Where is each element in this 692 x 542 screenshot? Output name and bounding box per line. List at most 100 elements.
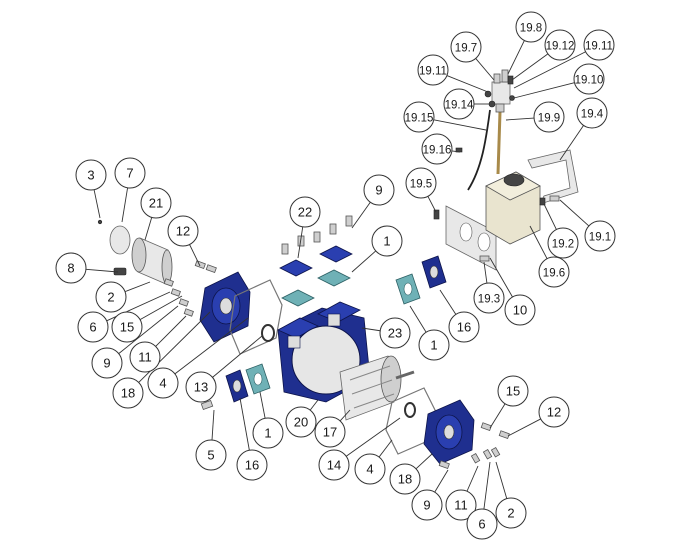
- part-disc-7: [109, 225, 131, 255]
- leader-line-c-16b: [439, 289, 457, 315]
- callout-label: 19.4: [581, 109, 604, 121]
- callout-label: 2: [507, 506, 514, 521]
- callout-circle: [504, 294, 536, 326]
- part-bolt-5: [200, 399, 214, 411]
- part-valve-block-19: [484, 69, 515, 113]
- leader-line-c-1b: [351, 250, 377, 273]
- part-tube-19-9: [496, 111, 502, 175]
- callout-label: 9: [103, 356, 110, 371]
- callout-label: 12: [547, 405, 561, 420]
- callout-circle: [389, 463, 421, 495]
- callout-label: 19.16: [423, 145, 452, 157]
- callout-c-8: 8: [55, 252, 87, 284]
- callout-label: 13: [194, 380, 208, 395]
- callout-circle: [112, 377, 144, 409]
- leader-line-c-12a: [189, 244, 201, 267]
- callout-c-19-6: 19.6: [538, 256, 570, 288]
- leader-line-c-19-10: [513, 82, 575, 99]
- leader-line-c-20: [309, 399, 319, 411]
- callout-c-19-16: 19.16: [421, 133, 453, 165]
- callout-c-1a: 1: [252, 417, 284, 449]
- callout-circle: [405, 167, 437, 199]
- callout-label: 9: [375, 183, 382, 198]
- leader-line-c-1c: [409, 305, 427, 333]
- callout-label: 19.8: [520, 23, 542, 35]
- callout-c-19-3: 19.3: [473, 282, 505, 314]
- callout-circle: [77, 311, 109, 343]
- leader-line-c-15a: [139, 295, 183, 321]
- callout-label: 19.11: [585, 41, 613, 53]
- callout-label: 6: [89, 320, 96, 335]
- callout-label: 23: [388, 326, 402, 341]
- callout-label: 3: [87, 168, 94, 183]
- part-screw-19-2: [539, 197, 546, 206]
- callout-c-17: 17: [314, 416, 346, 448]
- callout-c-19-7: 19.7: [450, 31, 482, 63]
- part-bolt-19-3: [479, 255, 490, 262]
- callout-circle: [466, 508, 498, 540]
- callout-c-14: 14: [318, 449, 350, 481]
- callout-c-23: 23: [379, 317, 411, 349]
- callout-circle: [547, 227, 579, 259]
- callout-label: 7: [126, 166, 133, 181]
- leader-line-c-9c: [351, 201, 371, 229]
- callout-label: 8: [67, 261, 74, 276]
- callout-circle: [91, 347, 123, 379]
- callout-circle: [75, 159, 107, 191]
- callout-circle: [538, 396, 570, 428]
- leader-line-c-8: [85, 268, 119, 273]
- part-screw-19-1: [549, 195, 560, 202]
- leader-line-c-19-1: [559, 199, 590, 227]
- part-reservoir-19-6: [485, 171, 541, 245]
- callout-circle: [418, 329, 450, 361]
- callout-circle: [515, 11, 547, 43]
- leader-line-c-19-2: [543, 203, 557, 230]
- callout-circle: [421, 133, 453, 165]
- callout-label: 15: [120, 320, 134, 335]
- callout-c-19-11b: 19.11: [583, 29, 615, 61]
- callout-c-1b: 1: [371, 225, 403, 257]
- callout-c-11b: 11: [445, 489, 477, 521]
- callout-c-16a: 16: [236, 449, 268, 481]
- callout-circle: [195, 439, 227, 471]
- leader-line-c-13: [212, 335, 263, 378]
- callout-circle: [533, 101, 565, 133]
- callout-c-11a: 11: [129, 341, 161, 373]
- callout-label: 18: [398, 472, 412, 487]
- callout-label: 19.7: [455, 43, 477, 55]
- callout-circle: [236, 449, 268, 481]
- callout-label: 19.6: [543, 268, 565, 280]
- leader-line-c-19-5: [427, 196, 437, 213]
- callout-circle: [318, 449, 350, 481]
- callout-circle: [285, 406, 317, 438]
- leader-line-c-9b: [434, 469, 449, 493]
- callout-circle: [450, 31, 482, 63]
- callout-circle: [147, 367, 179, 399]
- callout-c-18a: 18: [112, 377, 144, 409]
- callout-circle: [111, 311, 143, 343]
- callout-c-19-1: 19.1: [584, 220, 616, 252]
- leader-line-c-4b: [378, 439, 393, 458]
- callout-circle: [417, 54, 449, 86]
- callout-c-12b: 12: [538, 396, 570, 428]
- callout-label: 19.1: [589, 232, 611, 244]
- leader-line-c-19-8: [507, 40, 525, 75]
- callout-circle: [379, 317, 411, 349]
- callout-label: 21: [149, 196, 163, 211]
- callout-circle: [95, 281, 127, 313]
- callout-circle: [573, 63, 605, 95]
- leader-line-c-19-15: [433, 119, 487, 131]
- callout-circle: [583, 29, 615, 61]
- leader-line-c-2b: [495, 461, 508, 499]
- callout-label: 17: [323, 425, 337, 440]
- part-port-flange-16-right: [421, 255, 447, 289]
- callout-circle: [289, 196, 321, 228]
- leader-line-c-22: [297, 226, 304, 259]
- callout-circle: [114, 157, 146, 189]
- callout-circle: [473, 282, 505, 314]
- callout-circle: [495, 497, 527, 529]
- part-mounting-plate-10: [445, 205, 497, 271]
- part-screw-3: [97, 219, 103, 225]
- callout-c-18b: 18: [389, 463, 421, 495]
- leader-line-c-4a: [174, 317, 249, 375]
